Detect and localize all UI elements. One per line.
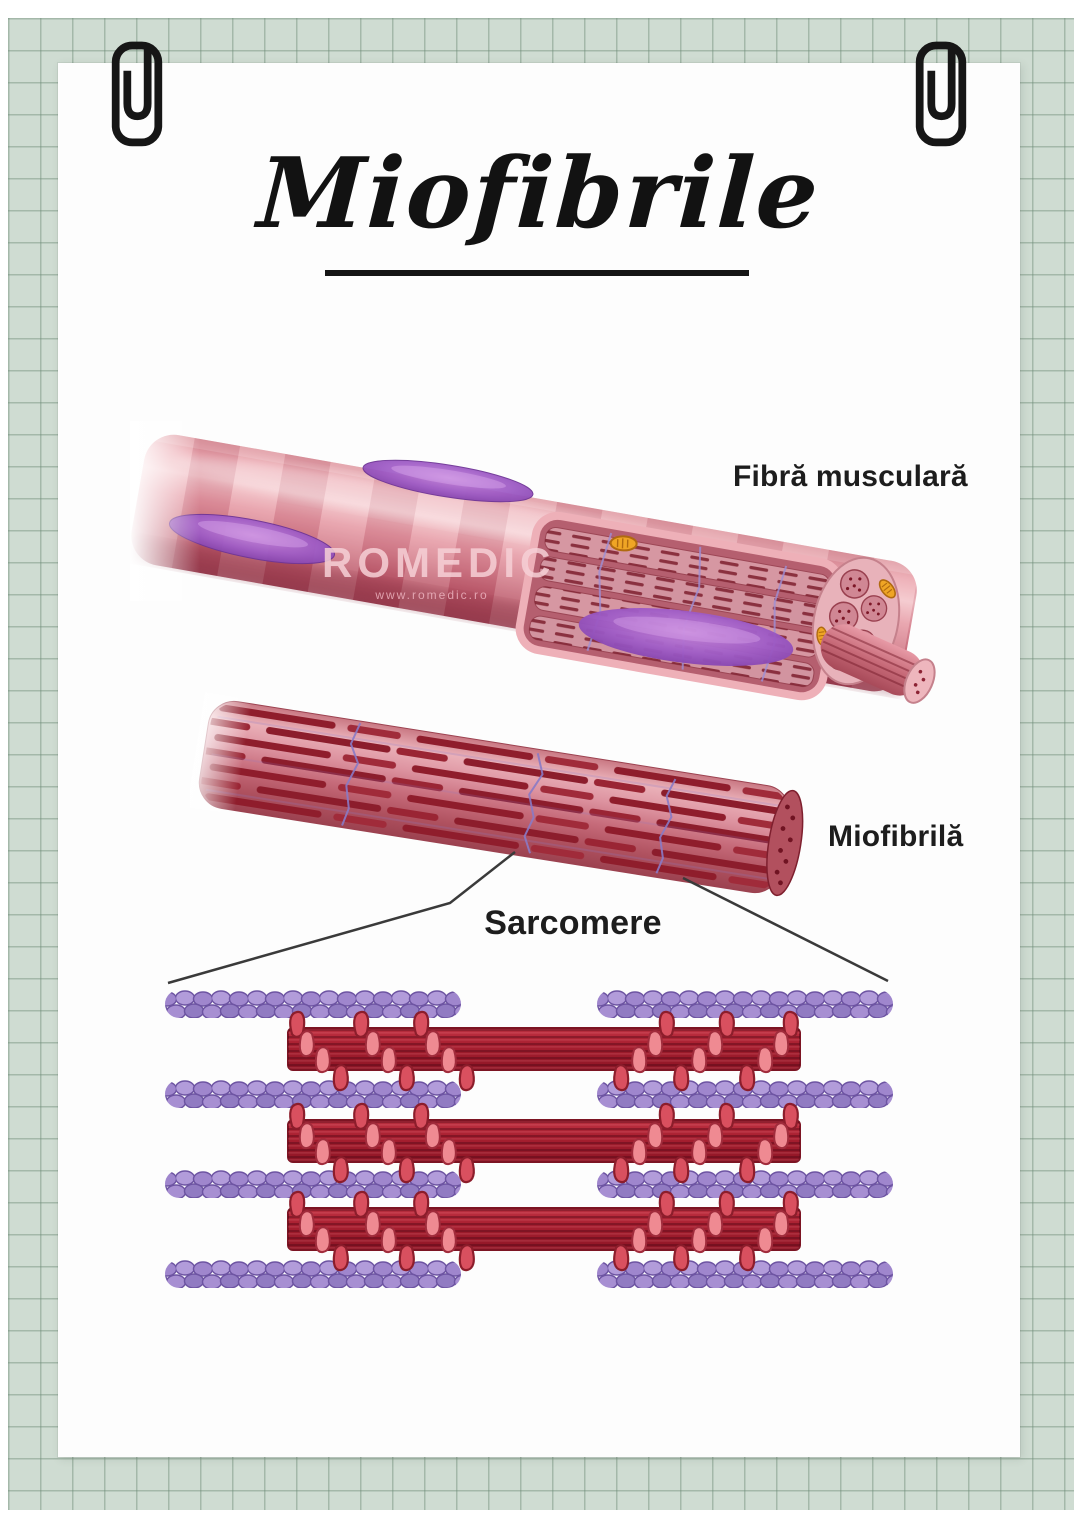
nucleus xyxy=(578,608,794,666)
actin-filament-row xyxy=(165,1170,893,1198)
actin-filament-row xyxy=(165,1260,893,1288)
paperclip-icon xyxy=(111,41,163,147)
actin-filament-row xyxy=(165,990,893,1018)
left-edge-fade xyxy=(130,421,200,601)
actin-filament-row xyxy=(165,1080,893,1108)
myofibril-label: Miofibrilă xyxy=(828,820,964,853)
annotation-line-left xyxy=(167,851,516,985)
annotation-line-right xyxy=(682,876,889,983)
myofibril-illustration xyxy=(190,692,804,897)
protruding-myofibril xyxy=(820,624,936,704)
left-edge-fade xyxy=(190,692,253,815)
nucleus xyxy=(362,459,534,503)
z-line xyxy=(205,715,783,881)
myofibril-end-face xyxy=(766,789,804,897)
sarcomere-diagram xyxy=(165,851,893,1288)
muscle-fiber-illustration xyxy=(130,421,936,704)
title-underline xyxy=(325,270,749,276)
sarcomere-label: Sarcomere xyxy=(484,904,662,942)
mitochondrion-icon xyxy=(609,534,638,552)
striations xyxy=(197,699,791,895)
paperclip-icon xyxy=(915,41,967,147)
muscle-fiber-label: Fibră musculară xyxy=(733,460,968,493)
page-title: Miofibrile xyxy=(255,136,823,250)
